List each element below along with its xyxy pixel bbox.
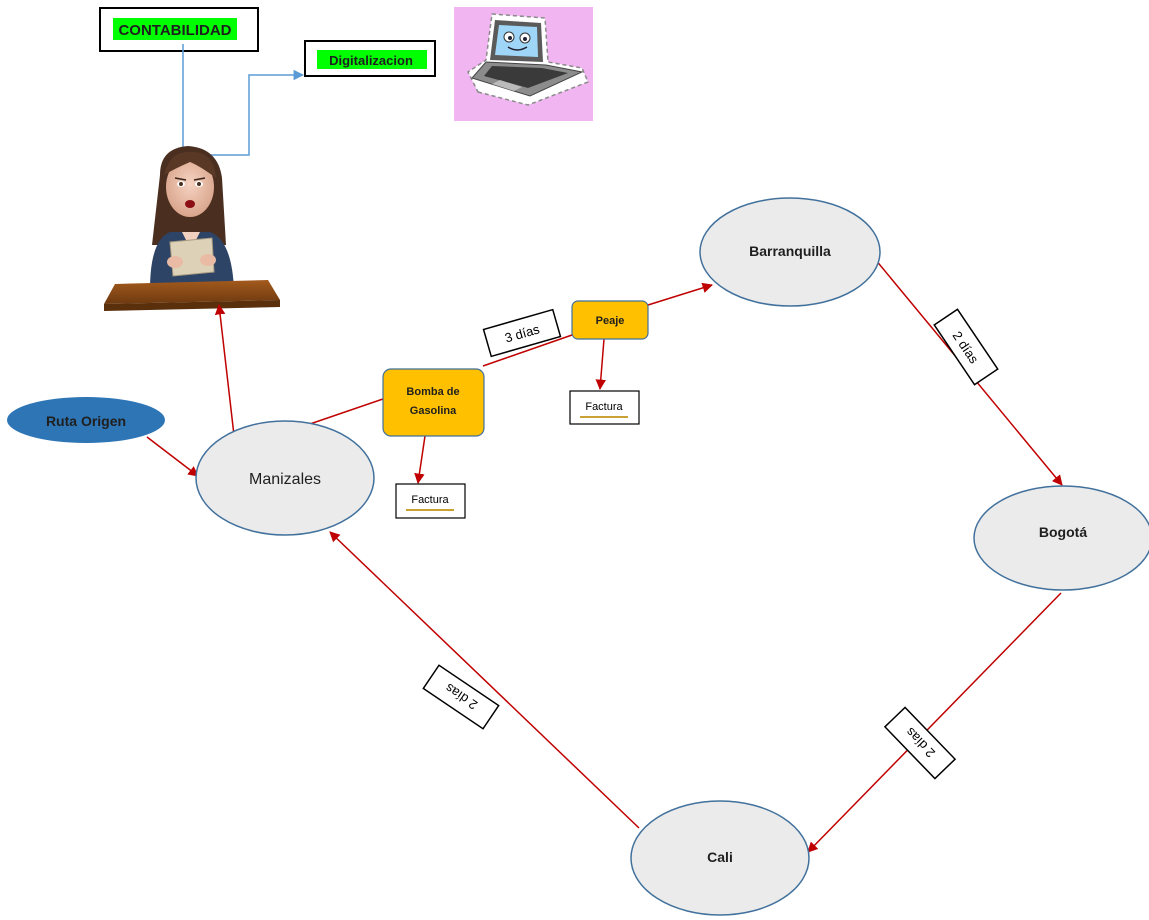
peaje-label: Peaje [596, 315, 625, 327]
duration-cali-manizales: 2 días [422, 664, 500, 730]
bomba-de-gasolina-node: Bomba de Gasolina [382, 368, 485, 437]
digitalizacion-box: Digitalizacion [304, 40, 436, 77]
peaje-node: Peaje [571, 300, 649, 340]
ruta-origen-to-manizales-arrow [146, 436, 199, 477]
digitalizacion-label: Digitalizacion [329, 53, 413, 68]
city-barranquilla: Barranquilla [699, 197, 881, 307]
manizales-to-barranquilla-route-line-2 [482, 334, 573, 367]
city-bogota: Bogotá [973, 485, 1149, 591]
city-manizales: Manizales [195, 420, 375, 536]
factura-label-bomba: Factura [411, 494, 449, 506]
duration-barranquilla-bogota: 2 días [933, 308, 999, 386]
city-manizales-label: Manizales [249, 471, 321, 488]
city-bogota-label: Bogotá [1039, 524, 1087, 540]
factura-box-peaje: Factura [569, 390, 640, 425]
contabilidad-box: CONTABILIDAD [99, 7, 259, 52]
cali-to-manizales-arrow [329, 531, 640, 829]
accountant-woman-icon [104, 146, 280, 311]
bomba-label-line2: Gasolina [410, 405, 457, 417]
city-cali: Cali [630, 800, 810, 916]
city-cali-label: Cali [707, 849, 733, 865]
manizales-to-accountant-arrow [214, 303, 236, 445]
duration-manizales-barranquilla: 3 días [482, 308, 562, 358]
duration-bogota-cali: 2 días [883, 706, 957, 780]
factura-box-bomba: Factura [395, 483, 466, 519]
city-barranquilla-label: Barranquilla [749, 243, 831, 259]
peaje-to-barranquilla-arrow [647, 282, 714, 306]
bomba-label-line1: Bomba de [406, 386, 459, 398]
laptop-icon [454, 7, 593, 121]
accountant-to-digitalizacion-arrow [193, 69, 305, 161]
bogota-to-cali-arrow [807, 592, 1062, 853]
factura-label-peaje: Factura [585, 401, 623, 413]
peaje-to-factura-arrow [595, 338, 606, 391]
ruta-origen-node: Ruta Origen [7, 397, 165, 443]
bomba-to-factura-arrow [414, 435, 426, 485]
ruta-origen-label: Ruta Origen [46, 413, 126, 429]
contabilidad-label: CONTABILIDAD [118, 22, 231, 39]
